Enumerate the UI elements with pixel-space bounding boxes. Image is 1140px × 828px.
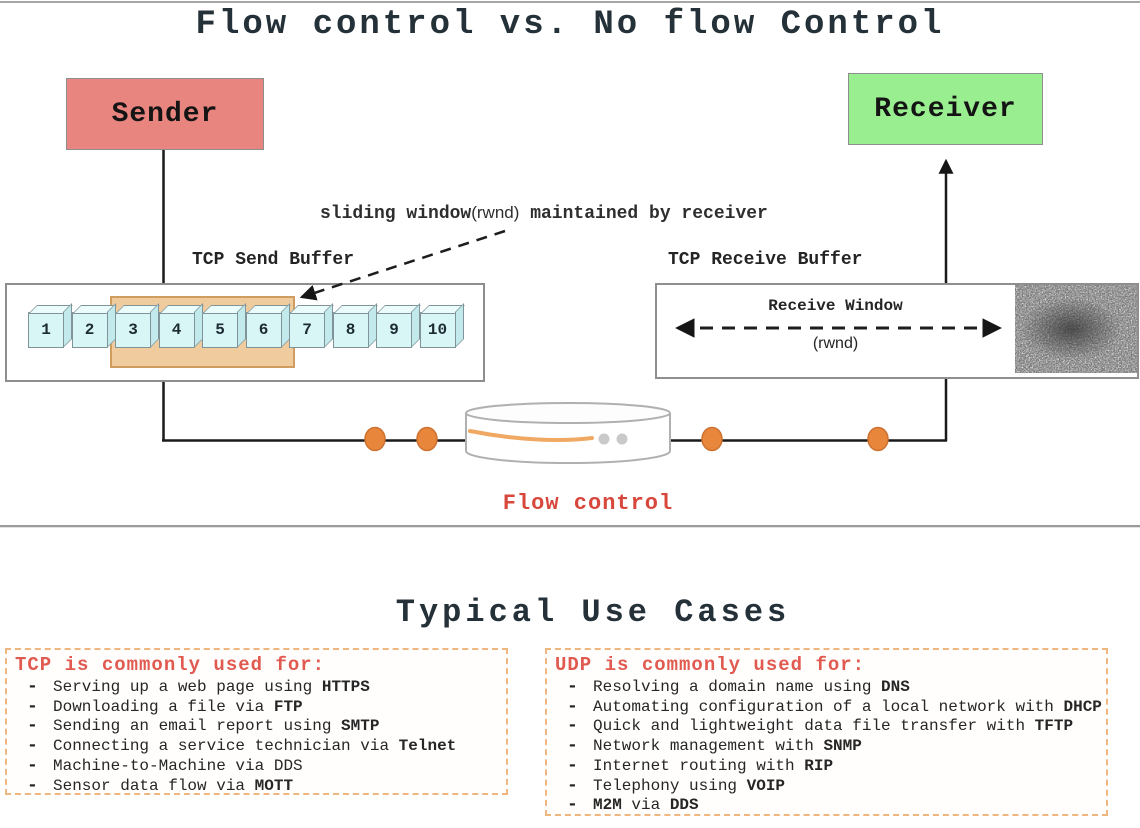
receive-buffer-label: TCP Receive Buffer — [668, 250, 863, 270]
rwnd-label: (rwnd) — [812, 335, 859, 352]
segment-number: 1 — [41, 321, 51, 339]
bullet-dash: - — [27, 696, 38, 717]
use-case-item: -Connecting a service technician via Tel… — [15, 736, 502, 757]
trail-dot — [598, 433, 610, 445]
use-case-text: Connecting a service technician via Teln… — [53, 737, 457, 756]
segment-number: 3 — [128, 321, 138, 339]
packet-dot — [416, 426, 438, 452]
section-divider — [0, 525, 1140, 528]
buffer-segment-6: 6 — [245, 303, 291, 348]
use-case-item: -Internet routing with RIP — [555, 755, 1102, 777]
sliding-window-annotation: sliding window(rwnd) maintained by recei… — [320, 203, 768, 224]
buffer-segment-7: 7 — [289, 303, 334, 348]
sender-box: Sender — [66, 78, 264, 150]
use-case-item: -Telephony using VOIP — [555, 775, 1102, 797]
bullet-dash: - — [567, 736, 578, 757]
page-title: Flow control vs. No flow Control — [195, 6, 945, 44]
segment-number: 2 — [84, 321, 95, 339]
use-case-text: M2M via DDS — [593, 796, 699, 815]
packet-trail — [468, 429, 594, 442]
udp-use-cases-box: UDP is commonly used for: -Resolving a d… — [545, 648, 1108, 816]
use-case-item: -Machine-to-Machine via DDS — [15, 755, 502, 777]
buffer-segment-1: 1 — [28, 303, 73, 348]
bullet-dash: - — [567, 677, 578, 697]
buffer-segment-8: 8 — [332, 303, 378, 348]
use-case-text: Telephony using VOIP — [593, 776, 786, 795]
segment-number: 10 — [427, 321, 448, 339]
buffered-data-noise — [1015, 285, 1137, 373]
tcp-use-cases-box: TCP is commonly used for: -Serving up a … — [5, 648, 508, 795]
use-case-item: -Sensor data flow via MOTT — [15, 775, 502, 797]
bullet-dash: - — [567, 716, 578, 737]
tcp-use-cases-list: -Serving up a web page using HTTPS-Downl… — [15, 677, 502, 797]
buffer-segment-2: 2 — [71, 303, 117, 348]
bullet-dash: - — [27, 716, 38, 737]
segment-number: 9 — [389, 321, 399, 339]
bullet-dash: - — [567, 795, 578, 816]
receiver-label: Receiver — [874, 93, 1017, 125]
use-case-item: -Resolving a domain name using DNS — [555, 677, 1102, 698]
tcp-send-buffer: 1 2 3 4 5 6 7 8 9 10 — [5, 283, 485, 382]
annotation-rwnd: (rwnd) — [471, 203, 520, 222]
receiver-box: Receiver — [848, 73, 1043, 145]
use-cases-title: Typical Use Cases — [395, 594, 791, 631]
top-divider — [0, 1, 1140, 3]
use-case-item: -Quick and lightweight data file transfe… — [555, 717, 1102, 737]
use-case-text: Network management with SNMP — [593, 737, 862, 756]
annotation-pre: sliding window — [320, 204, 472, 224]
buffer-segment-10: 10 — [419, 303, 465, 348]
udp-use-cases-list: -Resolving a domain name using DNS-Autom… — [555, 677, 1102, 816]
bullet-dash: - — [567, 755, 578, 776]
segment-number: 4 — [171, 321, 182, 339]
cube-side-face — [454, 303, 464, 348]
bullet-dash: - — [27, 755, 38, 776]
flow-control-caption: Flow control — [502, 491, 674, 516]
use-case-text: Internet routing with RIP — [593, 756, 834, 775]
use-case-item: -Downloading a file via FTP — [15, 696, 502, 718]
use-case-item: -M2M via DDS — [555, 796, 1102, 816]
use-case-text: Resolving a domain name using DNS — [593, 678, 910, 696]
use-case-text: Sensor data flow via MOTT — [53, 776, 294, 795]
packet-dot — [867, 426, 889, 452]
segment-number: 7 — [302, 321, 312, 339]
tcp-use-cases-header: TCP is commonly used for: — [15, 654, 326, 676]
noise-dark-center — [1015, 285, 1137, 373]
use-case-text: Quick and lightweight data file transfer… — [593, 717, 1074, 736]
segment-number: 8 — [345, 321, 356, 339]
udp-use-cases-header: UDP is commonly used for: — [555, 654, 866, 676]
trail-dot — [616, 433, 628, 445]
segment-number: 5 — [215, 321, 225, 339]
bullet-dash: - — [567, 696, 578, 717]
send-buffer-label: TCP Send Buffer — [192, 250, 355, 270]
sender-label: Sender — [111, 98, 219, 130]
cylinder-top — [465, 402, 671, 424]
use-case-item: -Serving up a web page using HTTPS — [15, 677, 502, 698]
segment-number: 6 — [258, 321, 269, 339]
bullet-dash: - — [567, 775, 578, 796]
use-case-text: Sending an email report using SMTP — [53, 717, 380, 736]
buffer-segment-4: 4 — [158, 303, 204, 348]
receive-window-label: Receive Window — [768, 297, 903, 315]
bullet-dash: - — [27, 775, 38, 796]
bullet-dash: - — [27, 736, 38, 757]
network-node-cylinder — [465, 413, 671, 464]
use-case-item: -Sending an email report using SMTP — [15, 717, 502, 737]
tcp-receive-buffer: Receive Window (rwnd) — [655, 283, 1139, 379]
use-case-text: Automating configuration of a local netw… — [593, 697, 1102, 716]
use-case-item: -Automating configuration of a local net… — [555, 696, 1102, 718]
use-case-text: Serving up a web page using HTTPS — [53, 678, 370, 696]
buffer-segment-9: 9 — [376, 303, 421, 348]
packet-dot — [364, 426, 386, 452]
bullet-dash: - — [27, 677, 38, 697]
annotation-post: maintained by receiver — [519, 204, 768, 224]
buffer-segment-3: 3 — [115, 303, 160, 348]
use-case-item: -Network management with SNMP — [555, 736, 1102, 757]
use-case-text: Machine-to-Machine via DDS — [53, 756, 303, 775]
packet-dot — [701, 426, 723, 452]
buffer-segment-5: 5 — [202, 303, 247, 348]
use-case-text: Downloading a file via FTP — [53, 697, 303, 716]
